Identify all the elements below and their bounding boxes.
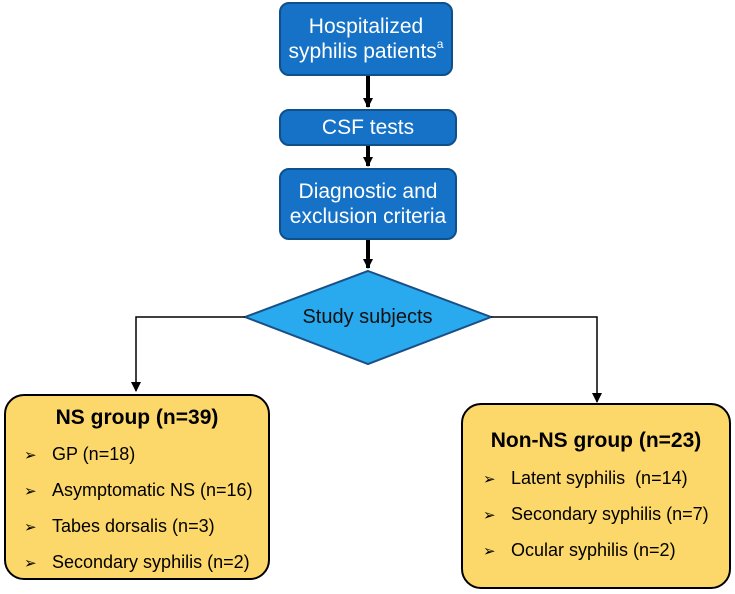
criteria-line2: exclusion criteria <box>289 205 447 228</box>
criteria-line1: Diagnostic and <box>298 180 438 203</box>
arrowhead-bullet-icon: ➢ <box>24 519 37 536</box>
list-item-label: Latent syphilis (n=14) <box>511 468 688 488</box>
arrow-decision-to-ns-group <box>131 316 245 392</box>
list-item: ➢ Tabes dorsalis (n=3) <box>24 515 268 539</box>
hospitalized-line2-text: syphilis patients <box>288 40 437 63</box>
arrowhead-bullet-icon: ➢ <box>483 507 496 524</box>
list-item: ➢ Ocular syphilis (n=2) <box>483 539 729 563</box>
list-item: ➢ Asymptomatic NS (n=16) <box>24 479 268 503</box>
list-item-label: Secondary syphilis (n=7) <box>511 504 709 524</box>
ns-group-title: NS group (n=39) <box>55 406 219 429</box>
hospitalized-line2: syphilis patientsa <box>288 37 444 64</box>
csf-tests-label: CSF tests <box>321 116 415 139</box>
list-item: ➢ Latent syphilis (n=14) <box>483 467 729 491</box>
arrowhead-bullet-icon: ➢ <box>24 555 37 572</box>
list-item-label: Secondary syphilis (n=2) <box>52 552 250 572</box>
list-item-label: Ocular syphilis (n=2) <box>511 540 676 560</box>
ns-group-list: ➢ GP (n=18) ➢ Asymptomatic NS (n=16) ➢ Tabe… <box>24 443 268 575</box>
hospitalized-patients-box: Hospitalized syphilis patientsa <box>279 2 453 76</box>
ns-group-box: NS group (n=39) ➢ GP (n=18) ➢ Asymptomatic… <box>4 394 270 580</box>
non-ns-group-box: Non-NS group (n=23) ➢ Latent syphilis (n=… <box>461 403 731 589</box>
footnote-marker: a <box>436 37 444 51</box>
criteria-box: Diagnostic and exclusion criteria <box>279 168 457 240</box>
non-ns-group-title: Non-NS group (n=23) <box>490 429 702 452</box>
list-item: ➢ Secondary syphilis (n=7) <box>483 503 729 527</box>
list-item: ➢ Secondary syphilis (n=2) <box>24 551 268 575</box>
non-ns-group-list: ➢ Latent syphilis (n=14) ➢ Secondary syphi… <box>483 467 729 563</box>
arrowhead-bullet-icon: ➢ <box>483 543 496 560</box>
decision-label: Study subjects <box>302 305 433 328</box>
arrowhead-bullet-icon: ➢ <box>24 483 37 500</box>
arrow-decision-to-non-ns-group <box>491 316 602 403</box>
csf-tests-box: CSF tests <box>279 109 457 146</box>
hospitalized-line1: Hospitalized <box>308 15 424 38</box>
list-item-label: Tabes dorsalis (n=3) <box>52 516 215 536</box>
list-item-label: Asymptomatic NS (n=16) <box>52 480 253 500</box>
list-item-label: GP (n=18) <box>52 444 136 464</box>
arrowhead-bullet-icon: ➢ <box>483 471 496 488</box>
arrowhead-bullet-icon: ➢ <box>24 447 37 464</box>
decision-diamond <box>242 269 494 366</box>
list-item: ➢ GP (n=18) <box>24 443 268 467</box>
